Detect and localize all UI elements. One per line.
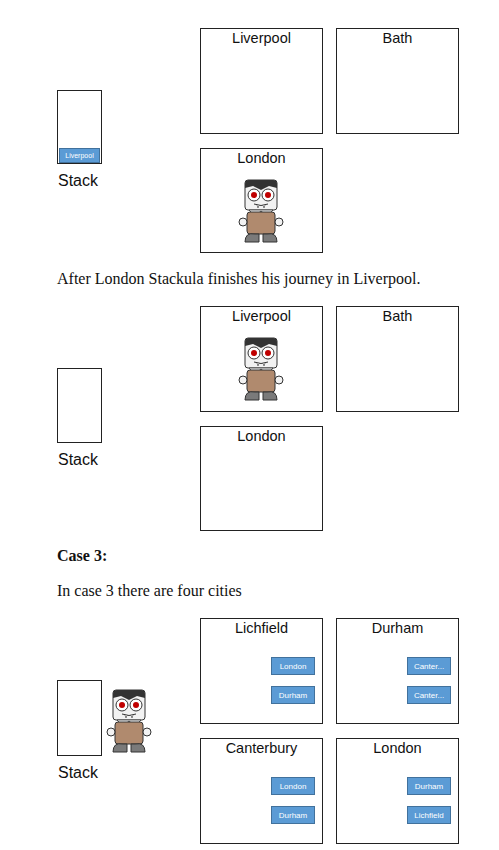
stack-box: Stack bbox=[57, 680, 102, 756]
city-name: London bbox=[337, 740, 458, 756]
city-box: London bbox=[200, 148, 323, 253]
city-card: Canter... bbox=[407, 657, 451, 675]
city-box: LondonDurhamLichfield bbox=[336, 738, 459, 844]
card-text: Liverpool bbox=[65, 152, 93, 159]
card-text: London bbox=[280, 662, 307, 671]
city-box: London bbox=[200, 426, 323, 531]
city-card: Durham bbox=[407, 777, 451, 795]
body-text: In case 3 there are four cities bbox=[57, 582, 242, 600]
stackula-figure bbox=[239, 338, 283, 400]
city-name: Durham bbox=[337, 620, 458, 636]
card-text: Durham bbox=[279, 691, 307, 700]
city-box: Bath bbox=[336, 28, 459, 134]
city-box: LichfieldLondonDurham bbox=[200, 618, 323, 724]
stack-label: Stack bbox=[58, 764, 98, 782]
city-box: DurhamCanter... Canter... bbox=[336, 618, 459, 724]
section-heading: Case 3: bbox=[57, 547, 107, 565]
city-box: CanterburyLondonDurham bbox=[200, 738, 323, 844]
stack-box: Stack bbox=[57, 368, 102, 443]
stack-label: Stack bbox=[58, 451, 98, 469]
city-box: Liverpool bbox=[200, 306, 323, 412]
city-name: Bath bbox=[337, 308, 458, 324]
card-text: London bbox=[280, 782, 307, 791]
city-name: Lichfield bbox=[201, 620, 322, 636]
stackula-figure bbox=[239, 180, 283, 242]
city-card: London bbox=[271, 777, 315, 795]
body-text: After London Stackula finishes his journ… bbox=[57, 270, 420, 288]
stackula-figure bbox=[107, 690, 151, 752]
city-card: Durham bbox=[271, 686, 315, 704]
card-text: Canter... bbox=[414, 662, 444, 671]
card-text: Durham bbox=[415, 782, 443, 791]
city-card: Durham bbox=[271, 806, 315, 824]
city-name: Liverpool bbox=[201, 308, 322, 324]
city-name: Liverpool bbox=[201, 30, 322, 46]
city-name: Bath bbox=[337, 30, 458, 46]
city-card: Liverpool bbox=[59, 148, 100, 163]
stack-box: StackLiverpool bbox=[57, 90, 102, 164]
city-card: Canter... bbox=[407, 686, 451, 704]
card-text: Canter... bbox=[414, 691, 444, 700]
city-name: Canterbury bbox=[201, 740, 322, 756]
city-name: London bbox=[201, 150, 322, 166]
city-card: Lichfield bbox=[407, 806, 451, 824]
city-box: Liverpool bbox=[200, 28, 323, 134]
card-text: Durham bbox=[279, 811, 307, 820]
card-text: Lichfield bbox=[414, 811, 443, 820]
city-card: London bbox=[271, 657, 315, 675]
city-box: Bath bbox=[336, 306, 459, 412]
city-name: London bbox=[201, 428, 322, 444]
stack-label: Stack bbox=[58, 172, 98, 190]
